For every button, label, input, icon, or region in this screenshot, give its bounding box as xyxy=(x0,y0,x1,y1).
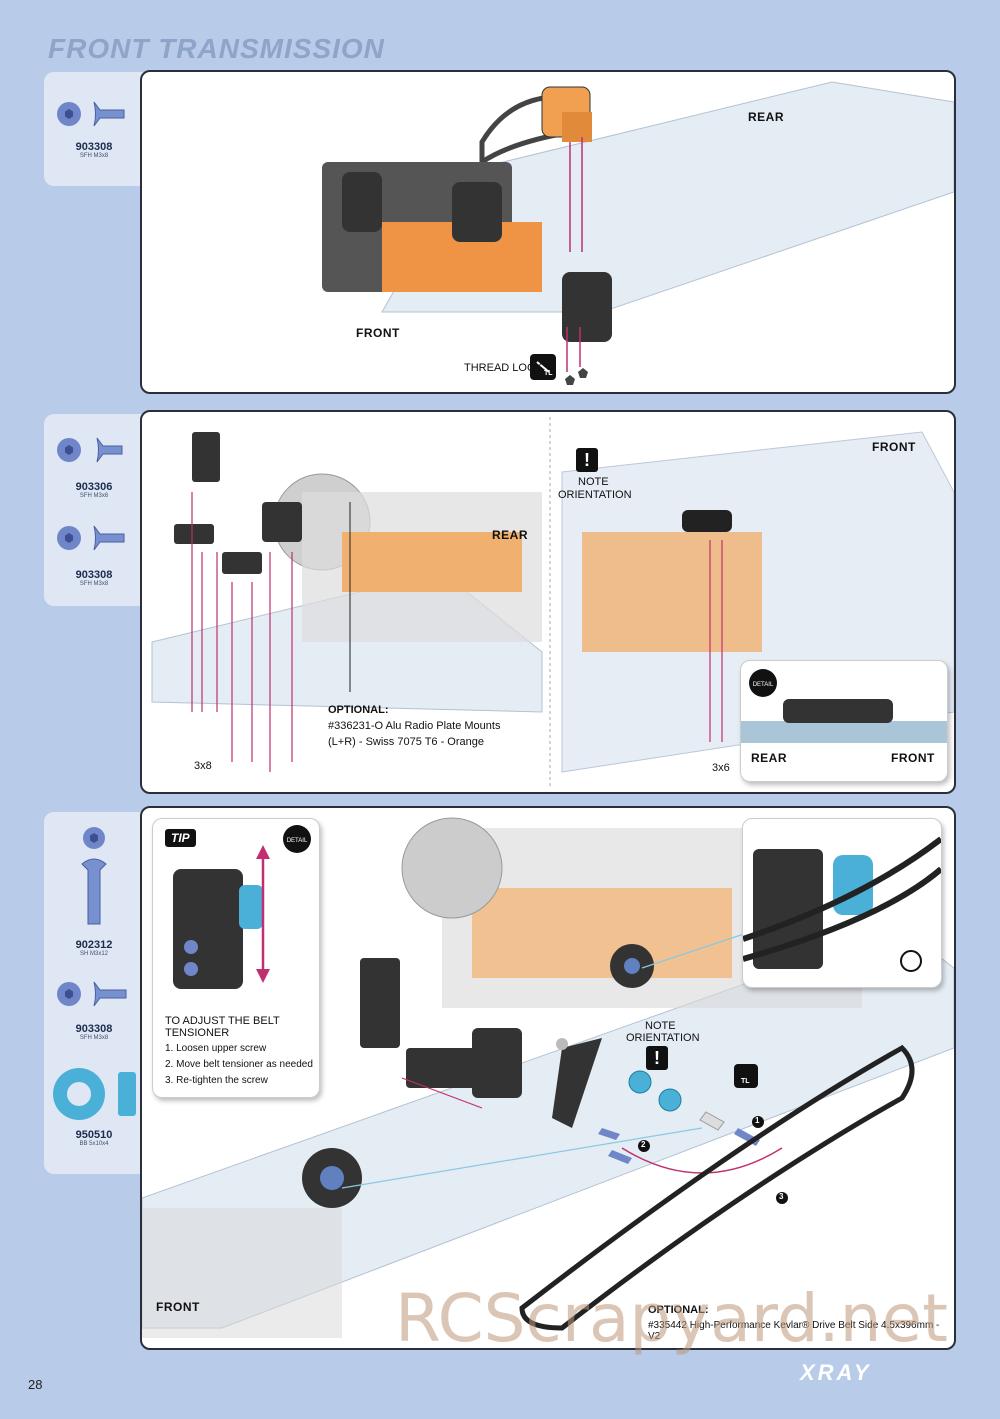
step2-panel: REAR FRONT OPTIONAL: #336231-O Alu Radio… xyxy=(140,410,956,794)
screw-icon xyxy=(57,101,125,127)
detail-icon: DETAIL xyxy=(749,669,777,697)
optional-title: OPTIONAL: xyxy=(328,704,389,716)
callout-1: 1 xyxy=(755,1116,760,1125)
part-desc: SFH M3x8 xyxy=(79,1035,109,1041)
note-line2: ORIENTATION xyxy=(558,489,632,501)
part-number: 903306 xyxy=(75,481,113,493)
tip-heading: TO ADJUST THE BELT TENSIONER xyxy=(165,1015,280,1039)
watermark: RCScrapyard.net xyxy=(395,1280,948,1357)
screw-icon xyxy=(57,525,125,551)
step2-parts-sidebar: 903306 SFH M3x6 903308 SFH M3x8 xyxy=(44,414,144,606)
part-desc: SFH M3x8 xyxy=(79,153,109,159)
part-number: 950510 xyxy=(75,1129,113,1141)
tip-step-3: 3. Re-tighten the screw xyxy=(165,1075,268,1086)
rear-label: REAR xyxy=(492,528,529,542)
tip-step-1: 1. Loosen upper screw xyxy=(165,1043,267,1054)
qty-right: 3x6 xyxy=(712,762,730,774)
part-903306: 903306 SFH M3x6 xyxy=(44,432,144,499)
bearing-icon xyxy=(53,1068,136,1120)
part-902312: 902312 SH M3x12 xyxy=(44,824,144,957)
detail-icon: DETAIL xyxy=(283,825,311,853)
part-903308: 903308 SFH M3x8 xyxy=(44,520,144,587)
part-desc: SH M3x12 xyxy=(79,951,108,957)
brand-logo: XRAY xyxy=(800,1360,872,1385)
part-903308: 903308 SFH M3x8 xyxy=(44,92,144,159)
optional-line2: (L+R) - Swiss 7075 T6 - Orange xyxy=(328,736,484,748)
detail-box: DETAIL REAR FRONT xyxy=(740,660,948,782)
tl-icon: TL xyxy=(544,370,553,377)
front-label: FRONT xyxy=(156,1300,200,1314)
front-label: FRONT xyxy=(872,440,916,454)
qty-left: 3x8 xyxy=(194,760,212,772)
callout-2: 2 xyxy=(641,1140,646,1149)
screw-icon xyxy=(57,437,123,463)
part-desc: BB 5x10x4 xyxy=(79,1141,109,1147)
thread-lock-label: THREAD LOCK xyxy=(464,362,543,374)
detail-inset xyxy=(742,818,942,988)
note-icon: ! xyxy=(576,448,598,472)
note-line1: NOTE xyxy=(645,1020,676,1032)
screw-icon xyxy=(57,981,127,1007)
detail-rear-label: REAR xyxy=(751,751,788,765)
step3-panel: TIP DETAIL TO ADJUST THE BELT TENSIONER … xyxy=(140,806,956,1350)
detail-front-label: FRONT xyxy=(891,751,935,765)
tip-box: TIP DETAIL TO ADJUST THE BELT TENSIONER … xyxy=(152,818,320,1098)
detail-illustration xyxy=(741,699,947,743)
callout-3: 3 xyxy=(779,1192,784,1201)
rear-label: REAR xyxy=(748,110,785,124)
part-number: 903308 xyxy=(75,1023,113,1035)
page-number: 28 xyxy=(28,1377,43,1392)
page-title: FRONT TRANSMISSION xyxy=(48,33,385,64)
detail-illustration xyxy=(743,836,941,972)
note-line1: NOTE xyxy=(578,476,609,488)
optional-text: #335442 High-Performance Kevlar® Drive B… xyxy=(648,1320,940,1342)
step3-parts-sidebar: 902312 SH M3x12 903308 SFH M3x8 950510 B… xyxy=(44,812,144,1174)
optional-title: OPTIONAL: xyxy=(648,1304,709,1316)
tip-step-2: 2. Move belt tensioner as needed xyxy=(165,1059,313,1070)
note-line2: ORIENTATION xyxy=(626,1032,700,1044)
step1-parts-sidebar: 903308 SFH M3x8 xyxy=(44,72,144,186)
step1-illustration xyxy=(322,81,954,385)
part-number: 903308 xyxy=(75,569,113,581)
tensioner-illustration xyxy=(173,845,270,989)
front-label: FRONT xyxy=(356,326,400,340)
part-number: 902312 xyxy=(75,939,113,951)
part-desc: SFH M3x8 xyxy=(79,581,109,587)
part-number: 903308 xyxy=(75,141,113,153)
tl-icon: TL xyxy=(741,1078,750,1085)
step1-panel: REAR FRONT THREAD LOCK TL xyxy=(140,70,956,394)
note-icon: ! xyxy=(646,1046,668,1070)
tip-tag: TIP xyxy=(165,829,196,847)
optional-line1: #336231-O Alu Radio Plate Mounts xyxy=(328,720,501,732)
part-desc: SFH M3x6 xyxy=(79,493,109,499)
part-950510: 950510 BB 5x10x4 xyxy=(44,1064,144,1147)
part-903308: 903308 SFH M3x8 xyxy=(44,978,144,1041)
cap-screw-icon xyxy=(81,827,107,925)
